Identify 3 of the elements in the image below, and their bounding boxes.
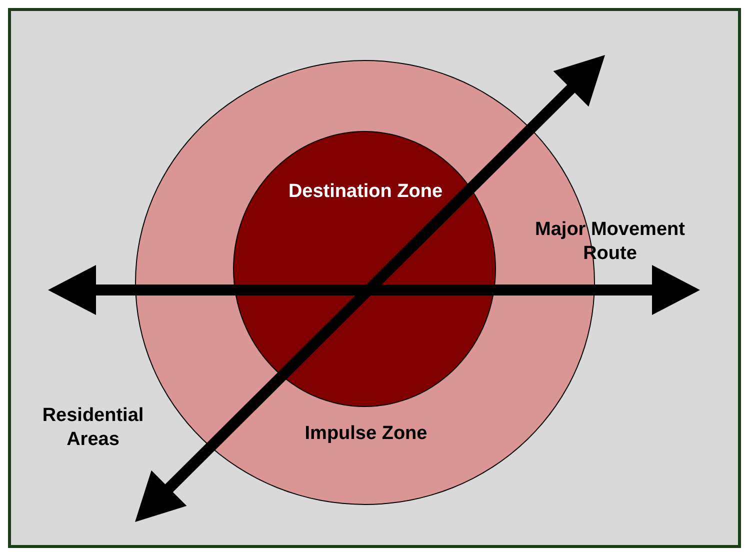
area-label: Residential Areas — [41, 404, 145, 452]
zone-label: Impulse Zone — [304, 422, 428, 446]
zone-label: Destination Zone — [287, 180, 444, 204]
